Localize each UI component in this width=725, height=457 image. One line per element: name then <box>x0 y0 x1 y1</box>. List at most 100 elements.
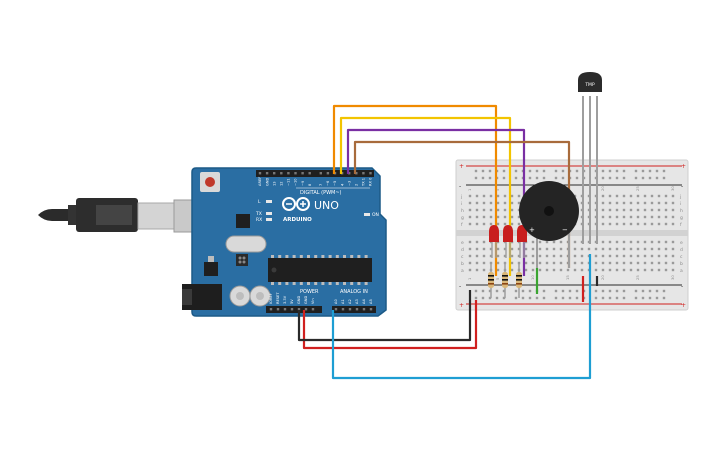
power-pin-hole[interactable] <box>290 308 294 311</box>
rail-hole[interactable] <box>495 289 499 293</box>
breadboard-hole[interactable] <box>622 201 626 205</box>
rail-hole[interactable] <box>655 296 659 300</box>
breadboard-hole[interactable] <box>538 254 542 258</box>
breadboard-hole[interactable] <box>475 208 479 212</box>
breadboard-hole[interactable] <box>524 254 528 258</box>
breadboard-hole[interactable] <box>517 254 521 258</box>
rail-hole[interactable] <box>601 176 605 180</box>
breadboard-hole[interactable] <box>643 247 647 251</box>
breadboard-hole[interactable] <box>482 261 486 265</box>
breadboard-hole[interactable] <box>496 222 500 226</box>
breadboard-hole[interactable] <box>671 240 675 244</box>
rail-hole[interactable] <box>514 169 518 173</box>
breadboard-hole[interactable] <box>671 194 675 198</box>
breadboard-hole[interactable] <box>622 222 626 226</box>
breadboard-hole[interactable] <box>601 261 605 265</box>
breadboard-hole[interactable] <box>664 268 668 272</box>
breadboard-hole[interactable] <box>664 240 668 244</box>
rail-hole[interactable] <box>542 169 546 173</box>
power-pin-hole[interactable] <box>311 308 315 311</box>
breadboard-hole[interactable] <box>510 254 514 258</box>
rail-hole[interactable] <box>634 289 638 293</box>
breadboard-hole[interactable] <box>671 254 675 258</box>
breadboard-hole[interactable] <box>475 222 479 226</box>
breadboard-hole[interactable] <box>636 240 640 244</box>
resistor[interactable] <box>516 262 522 298</box>
breadboard-hole[interactable] <box>643 261 647 265</box>
breadboard-hole[interactable] <box>573 254 577 258</box>
breadboard-hole[interactable] <box>503 208 507 212</box>
breadboard-hole[interactable] <box>601 208 605 212</box>
breadboard-hole[interactable] <box>650 254 654 258</box>
breadboard-hole[interactable] <box>643 208 647 212</box>
breadboard-hole[interactable] <box>636 247 640 251</box>
rail-hole[interactable] <box>521 289 525 293</box>
breadboard-hole[interactable] <box>601 215 605 219</box>
breadboard-hole[interactable] <box>650 222 654 226</box>
rail-hole[interactable] <box>662 296 666 300</box>
rail-hole[interactable] <box>662 176 666 180</box>
breadboard-hole[interactable] <box>657 261 661 265</box>
breadboard-hole[interactable] <box>629 268 633 272</box>
rail-hole[interactable] <box>575 176 579 180</box>
breadboard-hole[interactable] <box>580 254 584 258</box>
breadboard-hole[interactable] <box>531 254 535 258</box>
rail-hole[interactable] <box>608 169 612 173</box>
digital-header[interactable] <box>256 170 374 177</box>
breadboard-hole[interactable] <box>650 215 654 219</box>
breadboard-hole[interactable] <box>559 247 563 251</box>
rail-hole[interactable] <box>648 289 652 293</box>
breadboard-hole[interactable] <box>615 247 619 251</box>
digital-pin-hole[interactable] <box>294 172 297 175</box>
breadboard-hole[interactable] <box>664 201 668 205</box>
rail-hole[interactable] <box>554 169 558 173</box>
breadboard-hole[interactable] <box>489 222 493 226</box>
breadboard-hole[interactable] <box>517 194 521 198</box>
breadboard-hole[interactable] <box>468 261 472 265</box>
rail-hole[interactable] <box>568 296 572 300</box>
breadboard-hole[interactable] <box>517 208 521 212</box>
breadboard-hole[interactable] <box>496 215 500 219</box>
breadboard-hole[interactable] <box>671 201 675 205</box>
breadboard-hole[interactable] <box>503 222 507 226</box>
breadboard-hole[interactable] <box>475 194 479 198</box>
breadboard-hole[interactable] <box>510 247 514 251</box>
breadboard-hole[interactable] <box>503 247 507 251</box>
breadboard-hole[interactable] <box>482 247 486 251</box>
digital-pin-hole[interactable] <box>301 172 304 175</box>
breadboard-hole[interactable] <box>475 201 479 205</box>
usb-cable[interactable] <box>38 198 217 233</box>
rail-hole[interactable] <box>528 176 532 180</box>
rail-hole[interactable] <box>528 169 532 173</box>
rail-hole[interactable] <box>641 289 645 293</box>
breadboard-hole[interactable] <box>552 261 556 265</box>
rail-hole[interactable] <box>554 289 558 293</box>
red-led[interactable] <box>503 225 513 258</box>
breadboard-hole[interactable] <box>489 208 493 212</box>
breadboard-hole[interactable] <box>482 194 486 198</box>
rail-hole[interactable] <box>615 296 619 300</box>
rail-hole[interactable] <box>528 296 532 300</box>
breadboard-hole[interactable] <box>671 215 675 219</box>
analog-pin-hole[interactable] <box>334 308 338 311</box>
digital-pin-hole[interactable] <box>362 172 365 175</box>
digital-pin-hole[interactable] <box>326 172 330 175</box>
breadboard-hole[interactable] <box>622 208 626 212</box>
rail-hole[interactable] <box>601 296 605 300</box>
rail-hole[interactable] <box>514 176 518 180</box>
rail-hole[interactable] <box>575 289 579 293</box>
digital-pin-hole[interactable] <box>348 172 351 175</box>
breadboard-hole[interactable] <box>601 254 605 258</box>
rail-hole[interactable] <box>528 289 532 293</box>
rail-hole[interactable] <box>488 176 492 180</box>
breadboard-hole[interactable] <box>482 201 486 205</box>
breadboard-hole[interactable] <box>489 254 493 258</box>
rail-hole[interactable] <box>474 176 478 180</box>
analog-pin-hole[interactable] <box>369 308 373 311</box>
digital-pin-hole[interactable] <box>258 172 262 175</box>
breadboard-hole[interactable] <box>657 215 661 219</box>
breadboard-hole[interactable] <box>650 201 654 205</box>
digital-pin-hole[interactable] <box>308 172 311 175</box>
resistor[interactable] <box>502 262 508 298</box>
